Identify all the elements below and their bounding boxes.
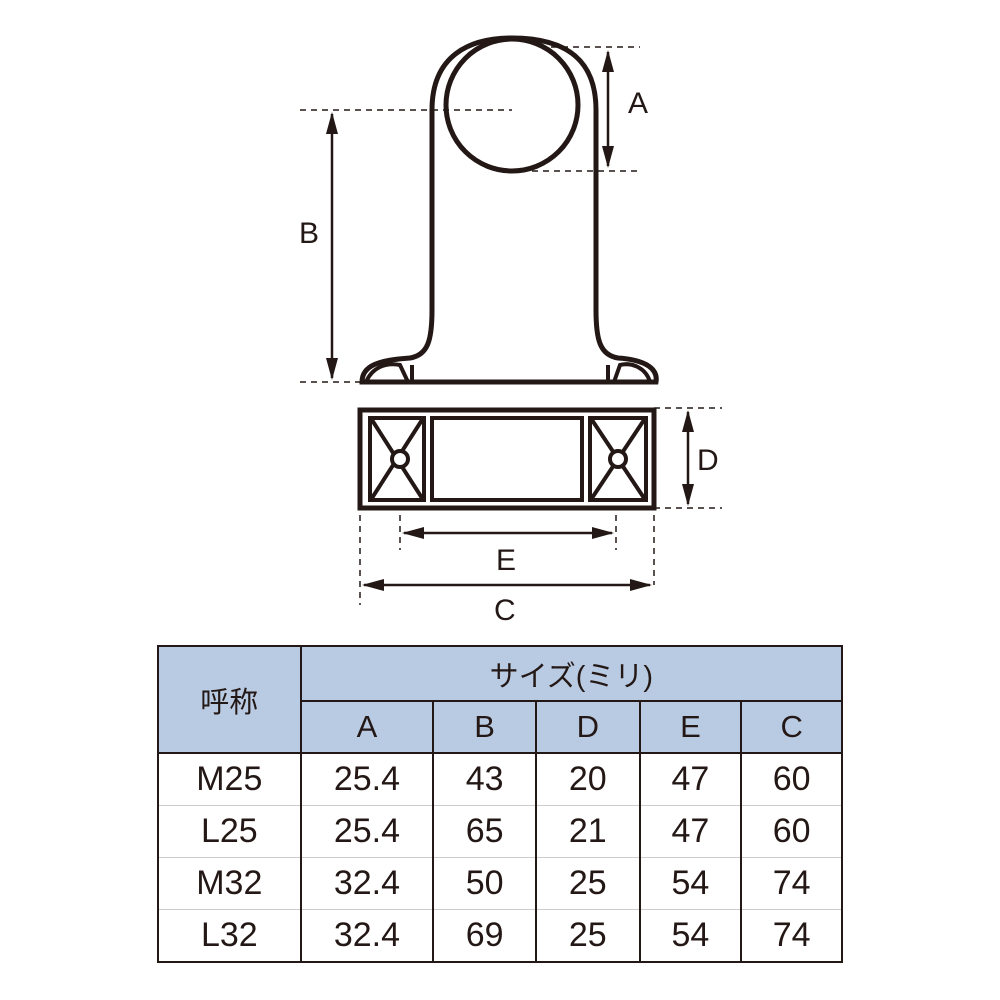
cell: 32.4 xyxy=(299,909,435,963)
side-view xyxy=(359,35,659,385)
cell: 69 xyxy=(432,909,537,963)
cell: 54 xyxy=(638,909,743,963)
table-row: L32 32.4 69 25 54 74 xyxy=(157,909,843,963)
extension-lines xyxy=(300,46,722,605)
column-header: E xyxy=(638,700,743,754)
dim-label-a: A xyxy=(628,87,648,120)
cell: 74 xyxy=(740,909,843,963)
cell: 25.4 xyxy=(299,752,435,806)
dim-label-e: E xyxy=(496,544,516,577)
cell: 21 xyxy=(534,805,641,858)
cell: 60 xyxy=(740,752,843,806)
column-header: D xyxy=(534,700,641,754)
cell: 25.4 xyxy=(299,805,435,858)
dimension-arrows xyxy=(326,50,694,591)
column-header: C xyxy=(740,700,843,754)
cell: 47 xyxy=(638,805,743,858)
cell: 50 xyxy=(432,857,537,910)
dim-label-d: D xyxy=(697,444,719,477)
cell: 47 xyxy=(638,752,743,806)
column-header: A xyxy=(299,700,435,754)
bracket-drawing: A B D E C xyxy=(299,35,722,627)
top-view xyxy=(357,407,657,511)
cell: 25 xyxy=(534,909,641,963)
row-name: L32 xyxy=(157,909,302,963)
cell: 54 xyxy=(638,857,743,910)
cell: 43 xyxy=(432,752,537,806)
cell: 65 xyxy=(432,805,537,858)
cell: 74 xyxy=(740,857,843,910)
size-table: 呼称 サイズ(ミリ) A B D E C M25 25.4 43 20 47 6… xyxy=(157,645,844,963)
cell: 60 xyxy=(740,805,843,858)
dim-label-c: C xyxy=(494,594,516,627)
row-name: M25 xyxy=(157,752,302,806)
dim-label-b: B xyxy=(299,217,319,250)
size-header: サイズ(ミリ) xyxy=(299,645,844,702)
column-header: B xyxy=(432,700,537,754)
cell: 20 xyxy=(534,752,641,806)
table-row: M32 32.4 50 25 54 74 xyxy=(157,857,843,910)
table-row: M25 25.4 43 20 47 60 xyxy=(157,752,843,806)
row-name: L25 xyxy=(157,805,302,858)
cell: 25 xyxy=(534,857,641,910)
cell: 32.4 xyxy=(299,857,435,910)
table-row: L25 25.4 65 21 47 60 xyxy=(157,805,843,858)
name-header: 呼称 xyxy=(157,645,302,754)
row-name: M32 xyxy=(157,857,302,910)
